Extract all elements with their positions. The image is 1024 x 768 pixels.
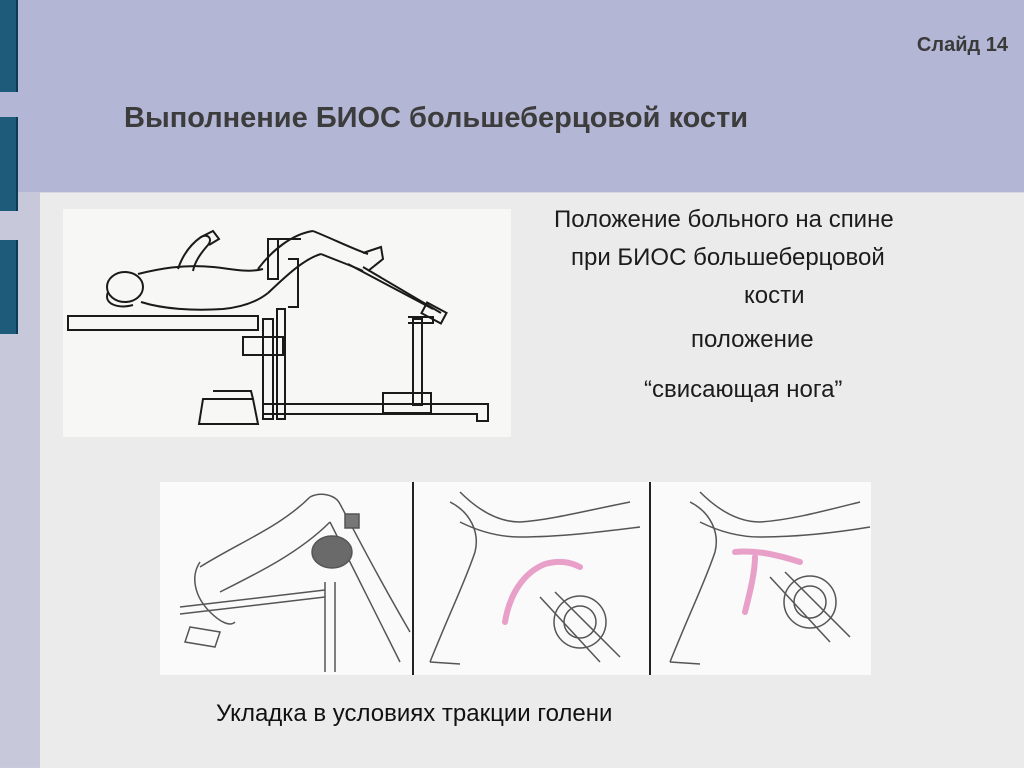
- knee-traction-illustration: [160, 482, 871, 675]
- description-line-2: при БИОС большеберцовой: [571, 244, 885, 272]
- position-name: “свисающая нога”: [644, 376, 842, 404]
- figure-patient-traction: [63, 209, 511, 437]
- description-line-3: кости: [744, 282, 805, 310]
- description-line-1: Положение больного на спине: [554, 206, 894, 234]
- patient-traction-drawing: [63, 209, 511, 437]
- position-label: положение: [691, 326, 814, 354]
- accent-bar-3: [0, 240, 18, 334]
- page-title: Выполнение БИОС большеберцовой кости: [124, 102, 748, 135]
- accent-bar-2: [0, 117, 18, 211]
- figure-caption: Укладка в условиях тракции голени: [216, 700, 612, 728]
- header-band: [0, 0, 1024, 192]
- accent-bar-1: [0, 0, 18, 92]
- figure-knee-panels: [160, 482, 871, 675]
- slide-number: Слайд 14: [917, 34, 1008, 57]
